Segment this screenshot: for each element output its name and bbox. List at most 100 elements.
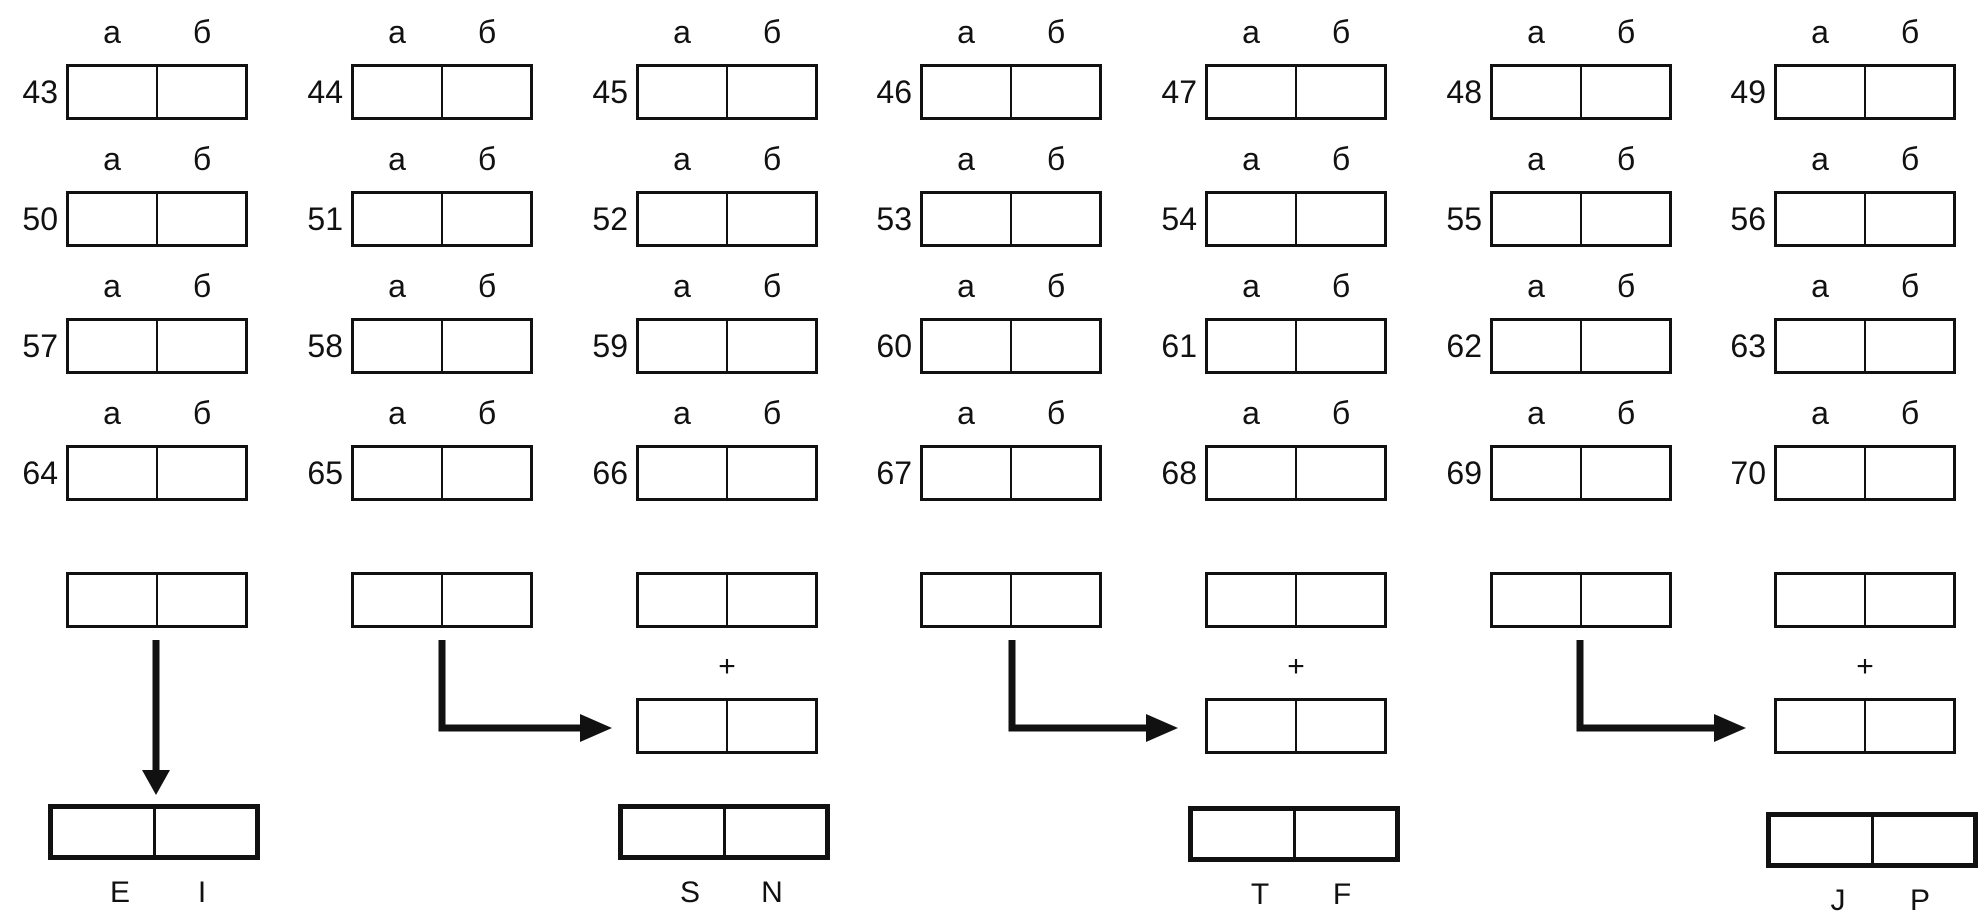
answer-cell-a[interactable] <box>1208 701 1295 751</box>
answer-cell-b[interactable] <box>1292 811 1396 857</box>
answer-cell-a[interactable] <box>354 448 441 498</box>
answer-cell-b[interactable] <box>1010 575 1099 625</box>
answer-cell-a[interactable] <box>1777 321 1864 371</box>
answer-cell-b[interactable] <box>152 809 256 855</box>
answer-cell-b[interactable] <box>726 67 815 117</box>
answer-cell-b[interactable] <box>1864 701 1953 751</box>
answer-cell-a[interactable] <box>923 194 1010 244</box>
answer-cell-a[interactable] <box>639 701 726 751</box>
answer-cell-a[interactable] <box>1777 194 1864 244</box>
answer-cell-b[interactable] <box>1580 321 1669 371</box>
answer-cell-a[interactable] <box>639 448 726 498</box>
answer-cell-a[interactable] <box>69 194 156 244</box>
answer-cell-a[interactable] <box>69 575 156 625</box>
answer-cell-b[interactable] <box>1864 67 1953 117</box>
answer-cell-b[interactable] <box>156 67 245 117</box>
sum-box <box>1774 698 1956 754</box>
result-box <box>618 804 830 860</box>
answer-cell-a[interactable] <box>1493 448 1580 498</box>
answer-cell-a[interactable] <box>1193 811 1293 857</box>
answer-cell-b[interactable] <box>1010 194 1099 244</box>
answer-cell-a[interactable] <box>1493 67 1580 117</box>
answer-cell-b[interactable] <box>722 809 826 855</box>
answer-cell-b[interactable] <box>726 321 815 371</box>
answer-cell-a[interactable] <box>639 321 726 371</box>
answer-cell-a[interactable] <box>1777 701 1864 751</box>
answer-cell-b[interactable] <box>156 194 245 244</box>
answer-cell-b[interactable] <box>1010 67 1099 117</box>
answer-cell-b[interactable] <box>1864 575 1953 625</box>
answer-cell-a[interactable] <box>1208 194 1295 244</box>
answer-cell-a[interactable] <box>923 67 1010 117</box>
answer-cell-b[interactable] <box>726 194 815 244</box>
answer-cell-b[interactable] <box>1295 321 1384 371</box>
answer-cell-b[interactable] <box>1580 67 1669 117</box>
question-number: 66 <box>592 455 628 491</box>
answer-cell-a[interactable] <box>354 575 441 625</box>
answer-cell-a[interactable] <box>1771 817 1871 863</box>
column-label-b: б <box>192 395 212 431</box>
answer-cell-b[interactable] <box>1864 448 1953 498</box>
answer-cell-b[interactable] <box>1295 575 1384 625</box>
column-label-a: а <box>1527 395 1545 431</box>
answer-cell-b[interactable] <box>1580 194 1669 244</box>
answer-cell-a[interactable] <box>1777 448 1864 498</box>
answer-cell-b[interactable] <box>156 321 245 371</box>
answer-cell-b[interactable] <box>156 575 245 625</box>
answer-cell-a[interactable] <box>354 194 441 244</box>
answer-cell-a[interactable] <box>639 194 726 244</box>
answer-cell-b[interactable] <box>1870 817 1974 863</box>
answer-cell-a[interactable] <box>354 67 441 117</box>
answer-cell-a[interactable] <box>69 448 156 498</box>
column-label-b: б <box>1616 268 1636 304</box>
answer-cell-a[interactable] <box>1777 575 1864 625</box>
answer-cell-b[interactable] <box>1295 448 1384 498</box>
answer-cell-b[interactable] <box>441 67 530 117</box>
answer-cell-a[interactable] <box>1208 448 1295 498</box>
answer-cell-a[interactable] <box>1777 67 1864 117</box>
answer-cell-a[interactable] <box>1208 575 1295 625</box>
answer-cell-a[interactable] <box>53 809 153 855</box>
arrow-head-icon <box>1146 714 1178 742</box>
answer-cell-a[interactable] <box>354 321 441 371</box>
answer-cell-b[interactable] <box>1580 575 1669 625</box>
answer-cell-a[interactable] <box>623 809 723 855</box>
answer-cell-b[interactable] <box>441 575 530 625</box>
answer-cell-b[interactable] <box>156 448 245 498</box>
answer-cell-b[interactable] <box>1295 67 1384 117</box>
answer-cell-a[interactable] <box>1493 321 1580 371</box>
column-label-b: б <box>1900 141 1920 177</box>
answer-cell-a[interactable] <box>923 321 1010 371</box>
answer-cell-b[interactable] <box>726 575 815 625</box>
answer-cell-b[interactable] <box>1010 321 1099 371</box>
answer-cell-a[interactable] <box>639 575 726 625</box>
answer-cell-b[interactable] <box>1864 321 1953 371</box>
answer-cell-b[interactable] <box>1010 448 1099 498</box>
question-number: 50 <box>22 201 58 237</box>
answer-cell-a[interactable] <box>1493 575 1580 625</box>
answer-cell-a[interactable] <box>639 67 726 117</box>
answer-cell-a[interactable] <box>1208 321 1295 371</box>
answer-cell-b[interactable] <box>441 448 530 498</box>
answer-cell-a[interactable] <box>1493 194 1580 244</box>
answer-cell-a[interactable] <box>69 67 156 117</box>
answer-box <box>636 191 818 247</box>
total-box <box>920 572 1102 628</box>
answer-cell-a[interactable] <box>1208 67 1295 117</box>
answer-cell-b[interactable] <box>726 701 815 751</box>
answer-cell-b[interactable] <box>1295 701 1384 751</box>
answer-cell-b[interactable] <box>441 321 530 371</box>
answer-box <box>351 191 533 247</box>
answer-box <box>1774 64 1956 120</box>
answer-cell-b[interactable] <box>441 194 530 244</box>
answer-cell-a[interactable] <box>69 321 156 371</box>
answer-cell-b[interactable] <box>1580 448 1669 498</box>
answer-cell-a[interactable] <box>923 575 1010 625</box>
column-label-a: а <box>1811 268 1829 304</box>
answer-cell-b[interactable] <box>1295 194 1384 244</box>
answer-cell-b[interactable] <box>1864 194 1953 244</box>
question-number: 49 <box>1730 74 1766 110</box>
answer-cell-b[interactable] <box>726 448 815 498</box>
result-box <box>48 804 260 860</box>
answer-cell-a[interactable] <box>923 448 1010 498</box>
